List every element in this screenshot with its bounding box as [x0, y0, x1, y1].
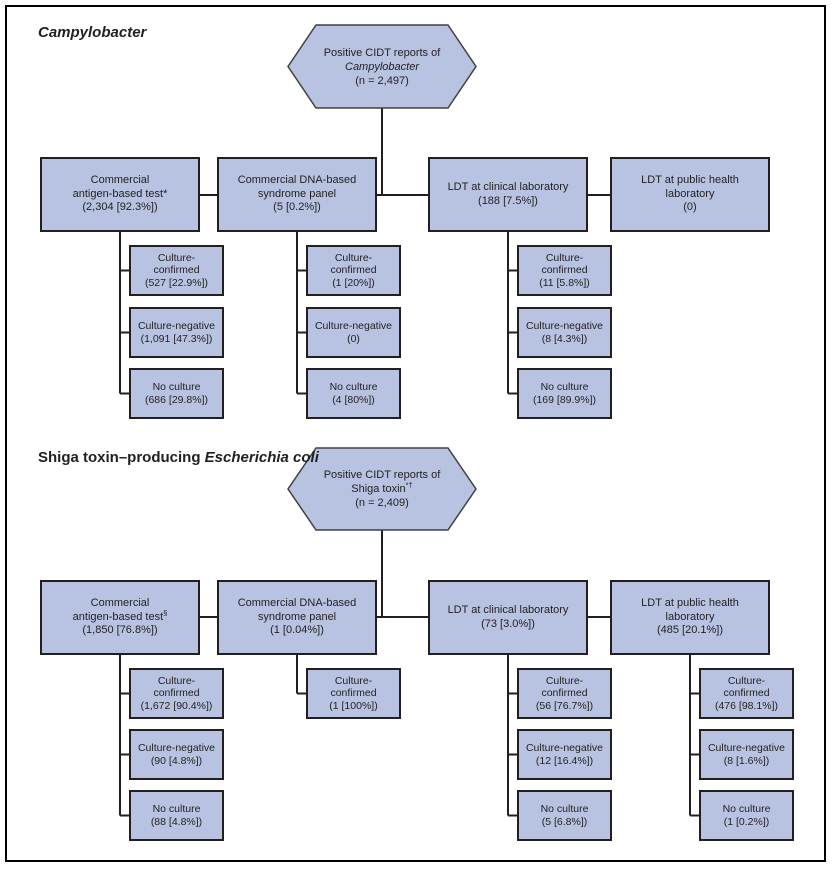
branch-box-s1-dna-panel: Commercial DNA-based syndrome panel (1 [… — [217, 580, 377, 655]
child-box-s1-b1-culture-confirmed: Culture- confirmed (1 [100%]) — [306, 668, 401, 719]
child-box-s1-b3-culture-negative: Culture-negative (8 [1.6%]) — [699, 729, 794, 780]
child-box-s1-b2-culture-confirmed: Culture- confirmed (56 [76.7%]) — [517, 668, 612, 719]
child-box-s0-b0-no-culture: No culture (686 [29.8%]) — [129, 368, 224, 419]
hexagon-line2: Campylobacter — [345, 60, 419, 73]
child-box-s1-b0-no-culture: No culture (88 [4.8%]) — [129, 790, 224, 841]
branch-box-s0-ldt-public-health: LDT at public health laboratory (0) — [610, 157, 770, 232]
hexagon-line1: Positive CIDT reports of — [323, 46, 441, 59]
child-box-s0-b1-culture-confirmed: Culture- confirmed (1 [20%]) — [306, 245, 401, 296]
branch-box-s1-ldt-public-health: LDT at public health laboratory (485 [20… — [610, 580, 770, 655]
child-box-s1-b2-no-culture: No culture (5 [6.8%]) — [517, 790, 612, 841]
child-box-s1-b0-culture-confirmed: Culture- confirmed (1,672 [90.4%]) — [129, 668, 224, 719]
hexagon-label-campylobacter: Positive CIDT reports of Campylobacter (… — [288, 25, 476, 108]
child-box-s0-b2-no-culture: No culture (169 [89.9%]) — [517, 368, 612, 419]
branch-box-s0-commercial-antigen: Commercial antigen-based test* (2,304 [9… — [40, 157, 200, 232]
branch-box-s0-ldt-clinical: LDT at clinical laboratory (188 [7.5%]) — [428, 157, 588, 232]
child-box-s0-b0-culture-confirmed: Culture- confirmed (527 [22.9%]) — [129, 245, 224, 296]
hexagon-line3: (n = 2,409) — [355, 497, 409, 509]
child-box-s0-b0-culture-negative: Culture-negative (1,091 [47.3%]) — [129, 307, 224, 358]
hexagon-line3: (n = 2,497) — [355, 74, 409, 87]
child-box-s0-b2-culture-negative: Culture-negative (8 [4.3%]) — [517, 307, 612, 358]
hexagon-line2: Shiga toxin*† — [351, 480, 413, 495]
child-box-s0-b2-culture-confirmed: Culture- confirmed (11 [5.8%]) — [517, 245, 612, 296]
hexagon-line1: Positive CIDT reports of — [323, 469, 441, 481]
figure-border — [5, 5, 826, 862]
child-box-s1-b0-culture-negative: Culture-negative (90 [4.8%]) — [129, 729, 224, 780]
branch-box-s0-dna-panel: Commercial DNA-based syndrome panel (5 [… — [217, 157, 377, 232]
child-box-s0-b1-culture-negative: Culture-negative (0) — [306, 307, 401, 358]
section-title-campylobacter: Campylobacter — [38, 24, 147, 41]
section-title-shiga: Shiga toxin–producing Escherichia coli — [38, 449, 319, 466]
child-box-s1-b3-culture-confirmed: Culture- confirmed (476 [98.1%]) — [699, 668, 794, 719]
branch-box-s1-commercial-antigen: Commercial antigen-based test§ (1,850 [7… — [40, 580, 200, 655]
child-box-s0-b1-no-culture: No culture (4 [80%]) — [306, 368, 401, 419]
hexagon-label-shiga: Positive CIDT reports of Shiga toxin*† (… — [288, 448, 476, 530]
branch-box-s1-ldt-clinical: LDT at clinical laboratory (73 [3.0%]) — [428, 580, 588, 655]
child-box-s1-b3-no-culture: No culture (1 [0.2%]) — [699, 790, 794, 841]
child-box-s1-b2-culture-negative: Culture-negative (12 [16.4%]) — [517, 729, 612, 780]
